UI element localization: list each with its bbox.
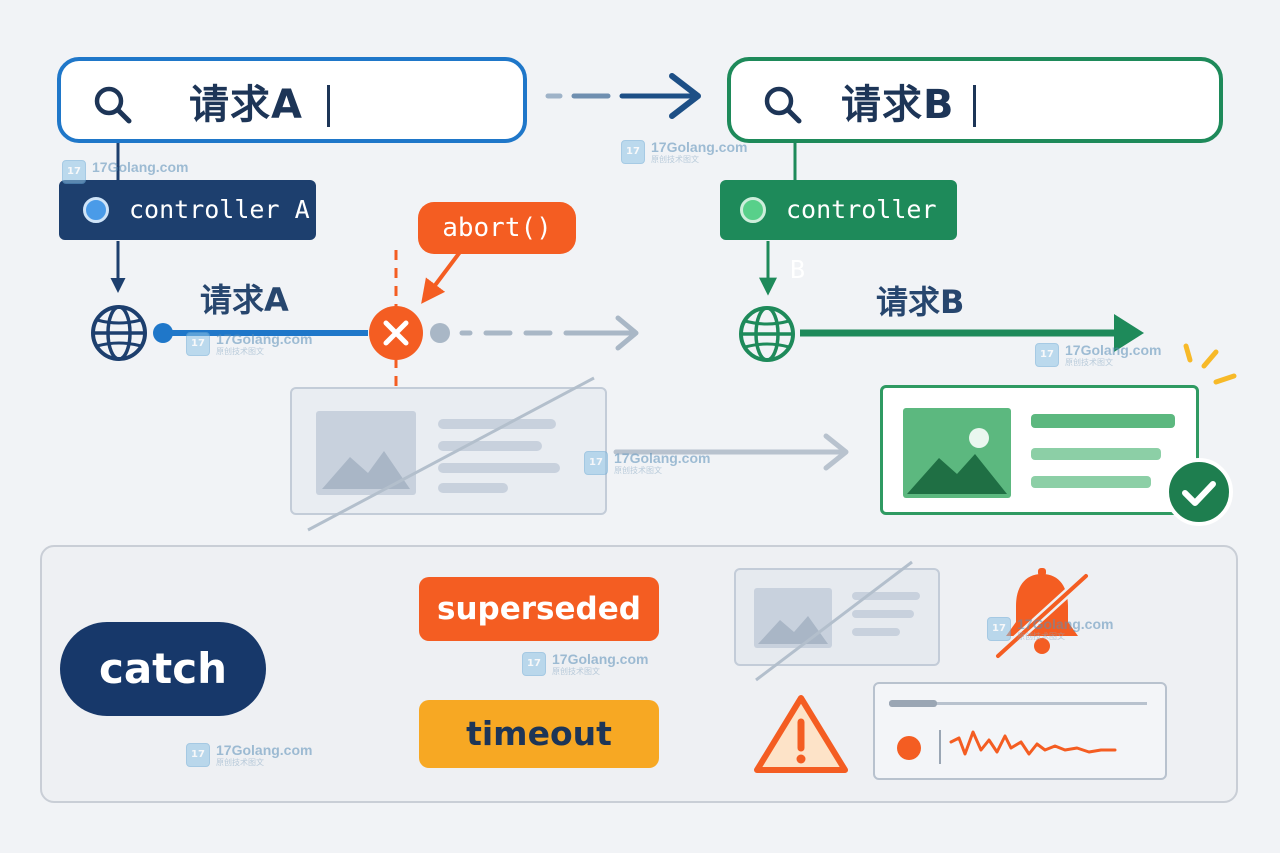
catch-label: catch (98, 644, 228, 693)
text-line-placeholder (1031, 476, 1151, 488)
text-line-placeholder (852, 610, 914, 618)
watermark-logo-icon: 17 (186, 743, 210, 767)
strike-through-slash (755, 560, 913, 682)
watermark-subtitle: 原创技术图文 (1017, 632, 1065, 641)
watermark: 17 17Golang.com (62, 160, 188, 184)
image-icon (903, 408, 1011, 498)
timeout-badge: timeout (419, 700, 659, 768)
success-result-card (880, 385, 1199, 515)
strike-through-slash (307, 376, 595, 532)
text-line-placeholder (1031, 448, 1161, 460)
controller-b-label: controller B (786, 195, 937, 284)
text-line-placeholder (438, 441, 542, 451)
text-line-placeholder (438, 463, 560, 473)
sparkle-icon (1183, 343, 1237, 385)
text-cursor (973, 85, 976, 127)
watermark-subtitle: 原创技术图文 (552, 667, 600, 676)
watermark-logo-icon: 17 (522, 652, 546, 676)
watermark-logo-icon: 17 (987, 617, 1011, 641)
watermark-logo-icon: 17 (62, 160, 86, 184)
watermark-subtitle: 原创技术图文 (1065, 358, 1113, 367)
progress-fill (889, 700, 937, 707)
superseded-label: superseded (437, 591, 641, 627)
watermark-subtitle: 原创技术图文 (614, 466, 662, 475)
controller-b: controller B (720, 180, 957, 284)
watermark-logo-icon: 17 (584, 451, 608, 475)
divider (939, 730, 941, 764)
watermark-subtitle: 原创技术图文 (216, 758, 264, 767)
text-line-placeholder (852, 592, 920, 600)
watermark-logo-icon: 17 (186, 332, 210, 356)
text-line-placeholder (852, 628, 900, 636)
controller-a-label: controller A (129, 195, 310, 224)
catch-block: catch (60, 622, 266, 716)
search-a-text: 请求A (189, 82, 303, 128)
globe-icon (91, 305, 147, 361)
text-line-placeholder (438, 419, 556, 429)
watermark-site: 17Golang.com (552, 651, 649, 667)
notification-muted-icon (993, 568, 1091, 661)
discarded-result-card (734, 568, 940, 666)
search-icon (94, 86, 132, 124)
watermark-logo-icon: 17 (621, 140, 645, 164)
watermark-site: 17Golang.com (614, 450, 711, 466)
abort-call-badge: abort() (418, 202, 576, 254)
request-b-label: 请求B (876, 283, 965, 321)
text-cursor (327, 85, 330, 127)
watermark-site: 17Golang.com (216, 331, 313, 347)
watermark-site: 17Golang.com (1065, 342, 1162, 358)
status-dot (740, 197, 766, 223)
waveform-icon (949, 730, 1117, 756)
cancel-x-icon (369, 306, 423, 360)
watermark-site: 17Golang.com (1017, 616, 1114, 632)
image-placeholder-icon (316, 411, 416, 495)
controller-a: controller A (59, 180, 316, 240)
request-b-arrowhead (1114, 314, 1144, 352)
search-b-text: 请求B (841, 82, 955, 128)
warning-icon (754, 695, 848, 773)
status-dot (83, 197, 109, 223)
watermark-site: 17Golang.com (651, 139, 748, 155)
watermark-logo-icon: 17 (1035, 343, 1059, 367)
text-line-placeholder (1031, 414, 1175, 428)
watermark-subtitle: 原创技术图文 (651, 155, 699, 164)
search-bar-b[interactable]: 请求B (727, 57, 1223, 143)
request-a-label: 请求A (200, 281, 289, 319)
a-to-b-arrow (545, 73, 701, 119)
abort-label: abort() (442, 213, 552, 243)
check-circle-icon (1165, 458, 1233, 526)
watermark-subtitle: 原创技术图文 (216, 347, 264, 356)
text-line-placeholder (438, 483, 508, 493)
superseded-badge: superseded (419, 577, 659, 641)
search-bar-a[interactable]: 请求A (57, 57, 527, 143)
aborted-result-card (290, 387, 607, 515)
timeout-monitor-card (873, 682, 1167, 780)
globe-icon (739, 306, 795, 362)
record-dot (897, 736, 921, 760)
timeout-label: timeout (466, 714, 612, 753)
watermark-site: 17Golang.com (92, 159, 189, 175)
search-icon (764, 86, 802, 124)
progress-track (889, 702, 1147, 705)
abort-pointer-arrow (421, 250, 462, 304)
watermark-site: 17Golang.com (216, 742, 313, 758)
